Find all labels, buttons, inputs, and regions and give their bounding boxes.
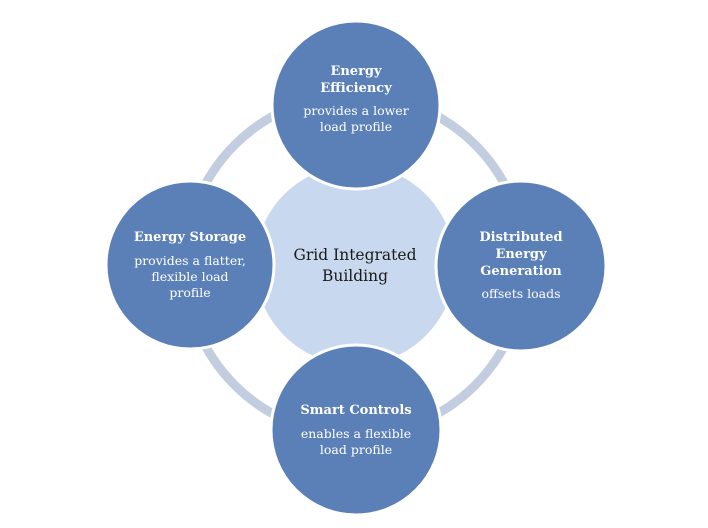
node-energy-efficiency: Energy Efficiency provides a lower load … — [270, 19, 442, 191]
node-circle-energy-efficiency — [270, 19, 442, 191]
node-energy-storage: Energy Storage provides a flatter, flexi… — [104, 179, 276, 351]
node-smart-controls: Smart Controls enables a flexible load p… — [269, 343, 443, 517]
node-desc-line: offsets loads — [481, 286, 560, 301]
node-circle-smart-controls — [269, 343, 443, 517]
node-title-line: Energy — [495, 247, 547, 262]
node-desc-line: flexible load — [151, 269, 228, 284]
node-title-line: Efficiency — [320, 81, 392, 96]
node-title-line: Smart Controls — [300, 403, 411, 418]
node-circle-energy-storage — [104, 179, 276, 351]
node-title-line: Energy Storage — [134, 230, 246, 245]
node-desc-line: provides a lower — [303, 103, 408, 118]
node-desc-line: load profile — [320, 442, 392, 457]
node-desc-line: enables a flexible — [301, 426, 411, 441]
node-title-line: Energy — [330, 64, 382, 79]
node-circle-distributed-energy-generation — [434, 179, 608, 353]
node-title-line: Generation — [480, 264, 562, 279]
node-title-line: Distributed — [479, 230, 562, 245]
node-distributed-energy-generation: Distributed Energy Generation offsets lo… — [434, 179, 608, 353]
center-node: Grid Integrated Building — [255, 165, 455, 365]
node-desc-line: provides a flatter, — [134, 253, 246, 268]
node-desc-line: load profile — [320, 119, 392, 134]
node-desc-line: profile — [169, 285, 210, 300]
center-label-line-2: Building — [322, 267, 388, 285]
center-label-line-1: Grid Integrated — [293, 246, 416, 264]
center-circle — [255, 165, 455, 365]
